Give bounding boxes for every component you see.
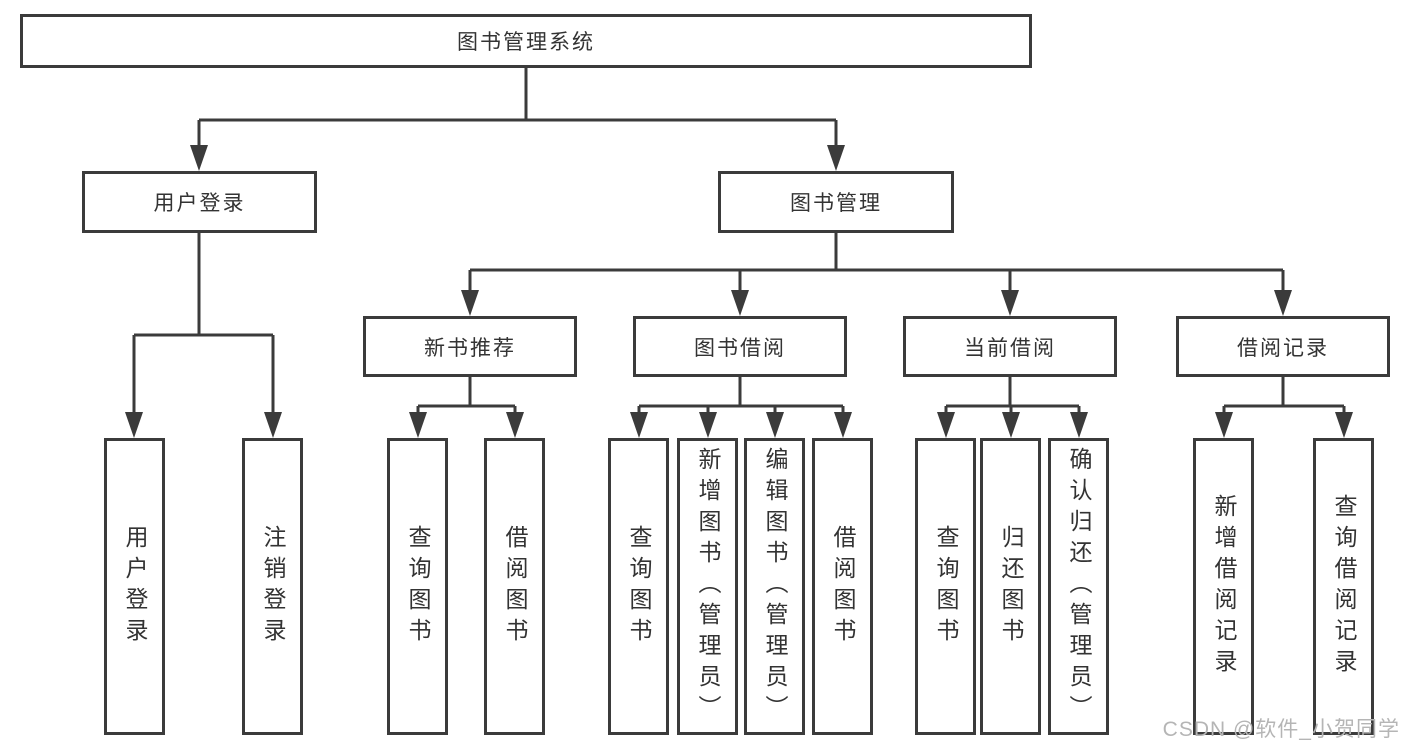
node-leaf-query-books-current: 查询图书: [915, 438, 976, 735]
node-leaf-edit-books-admin: 编辑图书（管理员）: [744, 438, 805, 735]
node-leaf-return-books: 归还图书: [980, 438, 1041, 735]
node-borrow-records: 借阅记录: [1176, 316, 1390, 377]
node-leaf-logout: 注销登录: [242, 438, 303, 735]
node-new-book-recommend: 新书推荐: [363, 316, 577, 377]
node-root-library-system: 图书管理系统: [20, 14, 1032, 68]
node-user-login: 用户登录: [82, 171, 317, 233]
node-leaf-borrow-books-recommend: 借阅图书: [484, 438, 545, 735]
node-leaf-add-borrow-record: 新增借阅记录: [1193, 438, 1254, 735]
node-book-management: 图书管理: [718, 171, 954, 233]
node-leaf-query-books-borrow: 查询图书: [608, 438, 669, 735]
node-leaf-confirm-return-admin: 确认归还（管理员）: [1048, 438, 1109, 735]
node-leaf-borrow-books-borrow: 借阅图书: [812, 438, 873, 735]
csdn-watermark: CSDN @软件_小贺同学: [1162, 718, 1400, 741]
node-leaf-query-borrow-record: 查询借阅记录: [1313, 438, 1374, 735]
node-book-borrow: 图书借阅: [633, 316, 847, 377]
node-leaf-add-books-admin: 新增图书（管理员）: [677, 438, 738, 735]
node-leaf-query-books-recommend: 查询图书: [387, 438, 448, 735]
node-leaf-user-login: 用户登录: [104, 438, 165, 735]
node-current-borrow: 当前借阅: [903, 316, 1117, 377]
